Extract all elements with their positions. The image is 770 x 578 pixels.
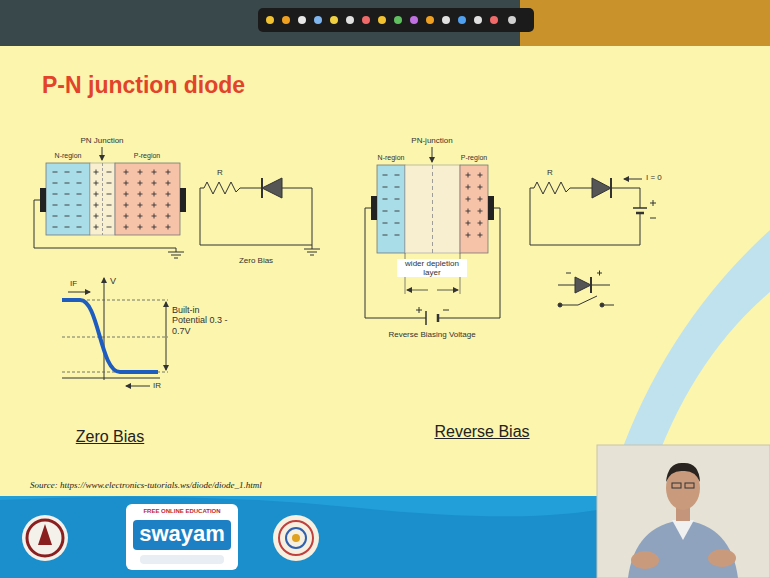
component-label: R xyxy=(547,168,553,177)
part-label: PN Junction xyxy=(80,136,123,145)
current-label: IF xyxy=(70,279,77,288)
depletion-label: wider depletion layer xyxy=(397,259,467,277)
zero-bias-circuit xyxy=(200,178,320,255)
logo-tagline: FREE ONLINE EDUCATION xyxy=(143,508,220,515)
region-label: N-region xyxy=(378,154,405,162)
region-label: P-region xyxy=(461,154,487,162)
side-swoosh xyxy=(612,230,770,478)
positive-charges xyxy=(466,173,483,238)
potential-graph xyxy=(62,278,168,386)
current-label: I = 0 xyxy=(646,173,662,182)
presenter-video xyxy=(597,445,770,578)
slide-title: P-N junction diode xyxy=(42,72,245,98)
source-note: Source: https://www.electronics-tutorial… xyxy=(30,480,262,490)
positive-charges xyxy=(124,170,171,230)
region-label: P-region xyxy=(134,152,160,160)
reverse-bias-junction xyxy=(365,147,500,325)
reverse-bias-circuit xyxy=(530,178,656,307)
negative-charges xyxy=(107,172,112,227)
zero-bias-junction xyxy=(34,147,186,258)
current-label: IR xyxy=(153,381,161,390)
logo-wordmark: swayam xyxy=(139,521,225,546)
top-bar-accent xyxy=(520,0,770,46)
section-heading: Reverse Bias xyxy=(434,423,529,441)
positive-charges xyxy=(94,170,99,230)
potential-label: Built-in Potential 0.3 - 0.7V xyxy=(172,305,232,336)
circuit-caption: Reverse Biasing Voltage xyxy=(388,330,475,339)
part-label: PN-junction xyxy=(411,136,452,145)
toolbar xyxy=(258,8,534,32)
axis-label: V xyxy=(110,276,116,286)
circuit-caption: Zero Bias xyxy=(239,256,273,265)
negative-charges xyxy=(383,175,400,235)
region-label: N-region xyxy=(55,152,82,160)
section-heading: Zero Bias xyxy=(76,428,144,446)
negative-charges xyxy=(53,172,82,227)
component-label: R xyxy=(217,168,223,177)
